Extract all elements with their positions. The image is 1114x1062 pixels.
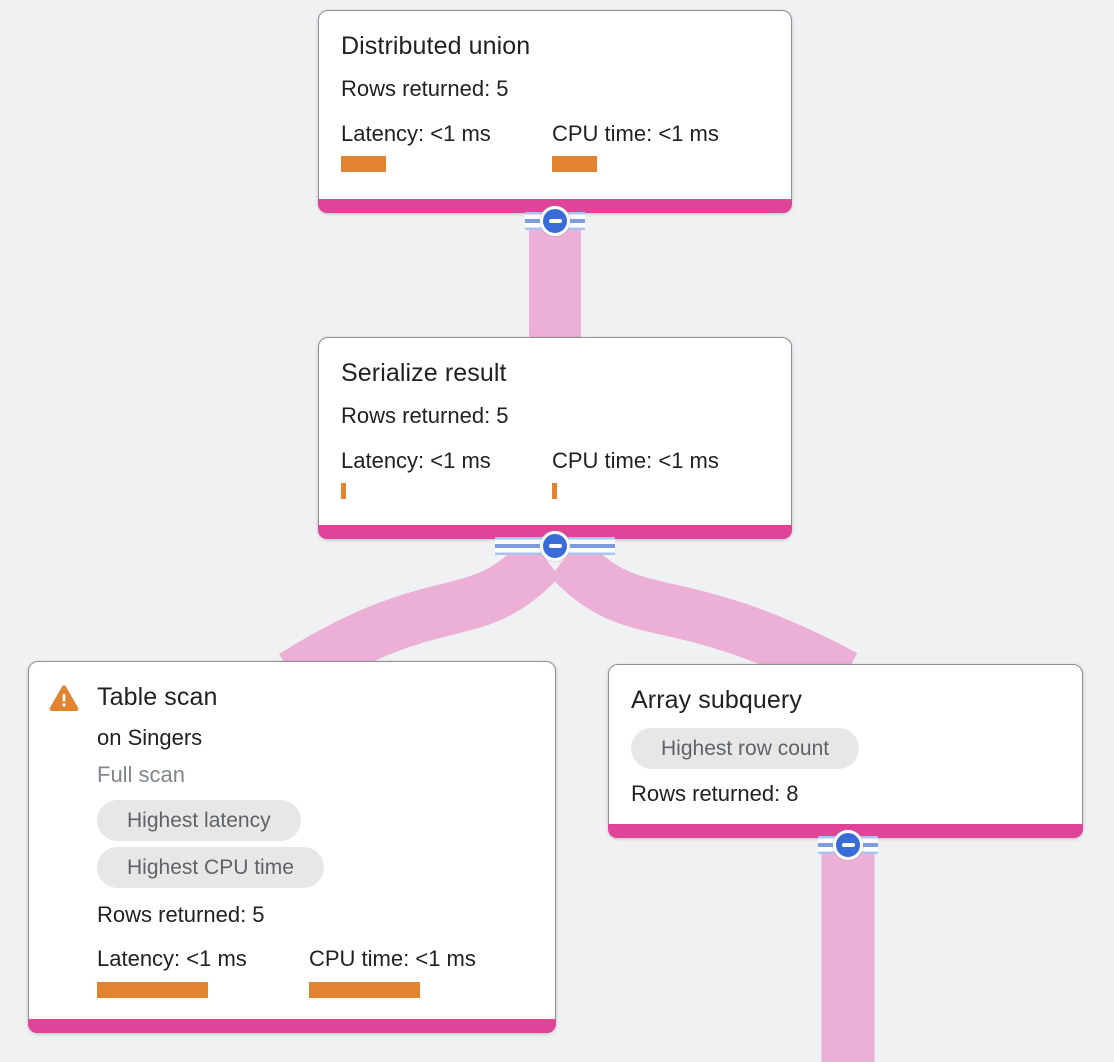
edge-serialize-to-array-subquery [536, 528, 858, 699]
badge-row: Highest latency [97, 800, 533, 842]
badge-row: Highest CPU time [97, 847, 533, 889]
badge-highest-latency: Highest latency [97, 800, 301, 842]
minus-glyph [548, 544, 562, 548]
cpu-metric: CPU time: <1 ms [552, 447, 763, 500]
plan-node-serialize-result[interactable]: Serialize result Rows returned: 5 Latenc… [318, 337, 792, 539]
plan-node-table-scan[interactable]: Table scan on Singers Full scan Highest … [28, 661, 556, 1033]
latency-metric: Latency: <1 ms [97, 946, 309, 998]
node-title: Distributed union [341, 32, 531, 60]
collapse-minus-icon [833, 830, 863, 860]
node-title: Serialize result [341, 359, 507, 387]
latency-bar [97, 981, 208, 998]
collapse-minus-icon [540, 531, 570, 561]
badge-highest-cpu-time: Highest CPU time [97, 847, 324, 889]
latency-label: Latency: <1 ms [341, 447, 491, 473]
node-title: Table scan [97, 683, 218, 711]
badge-highest-row-count: Highest row count [631, 728, 860, 770]
scan-type-label: Full scan [97, 761, 186, 787]
warning-triangle-icon[interactable] [49, 685, 79, 712]
latency-metric: Latency: <1 ms [341, 447, 552, 500]
cpu-time-bar [309, 981, 420, 998]
node-subtitle: on Singers [97, 725, 203, 751]
node-header: Table scan [49, 682, 533, 713]
minus-glyph [548, 219, 562, 223]
latency-bar [341, 483, 346, 500]
cpu-metric: CPU time: <1 ms [552, 120, 763, 173]
metrics-row: Latency: <1 ms CPU time: <1 ms [97, 946, 533, 998]
collapse-minus-icon [540, 206, 570, 236]
latency-bar [341, 156, 386, 173]
node-footer-bar [28, 1019, 556, 1033]
cpu-time-label: CPU time: <1 ms [552, 120, 719, 146]
plan-node-array-subquery[interactable]: Array subquery Highest row count Rows re… [608, 664, 1083, 838]
badge-row: Highest row count [631, 728, 1060, 770]
collapse-button-distributed-union[interactable] [525, 205, 585, 237]
metrics-row: Latency: <1 ms CPU time: <1 ms [341, 120, 769, 173]
rows-returned-label: Rows returned: 8 [631, 781, 799, 807]
rows-returned-label: Rows returned: 5 [341, 76, 509, 102]
latency-label: Latency: <1 ms [341, 120, 491, 146]
collapse-button-serialize-result[interactable] [495, 530, 615, 571]
metrics-row: Latency: <1 ms CPU time: <1 ms [341, 447, 769, 500]
cpu-time-bar [552, 483, 557, 500]
edge-serialize-to-table-scan [279, 528, 574, 698]
plan-node-distributed-union[interactable]: Distributed union Rows returned: 5 Laten… [318, 10, 792, 213]
cpu-metric: CPU time: <1 ms [309, 946, 521, 998]
rows-returned-label: Rows returned: 5 [341, 403, 509, 429]
latency-label: Latency: <1 ms [97, 946, 247, 972]
node-title: Array subquery [631, 686, 802, 714]
minus-glyph [841, 843, 855, 847]
collapse-button-array-subquery[interactable] [818, 829, 878, 861]
latency-metric: Latency: <1 ms [341, 120, 552, 173]
cpu-time-bar [552, 156, 597, 173]
cpu-time-label: CPU time: <1 ms [309, 946, 476, 972]
rows-returned-label: Rows returned: 5 [97, 902, 265, 928]
cpu-time-label: CPU time: <1 ms [552, 447, 719, 473]
